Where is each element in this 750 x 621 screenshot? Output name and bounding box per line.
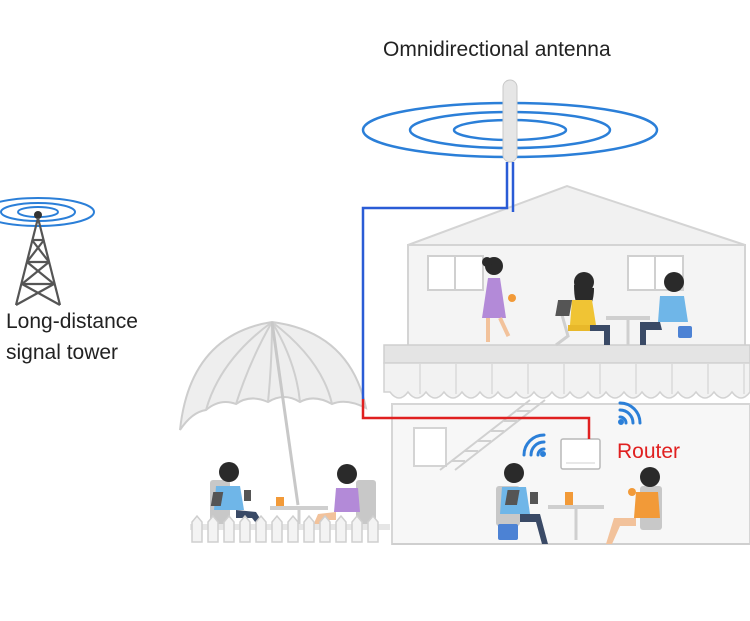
- parasol: [179, 320, 368, 506]
- wifi-icon-right: [618, 401, 642, 425]
- signal-tower-icon: [0, 197, 95, 306]
- omnidirectional-antenna-icon: [361, 79, 659, 163]
- picket-fence: [190, 514, 390, 543]
- tower-lattice: [14, 217, 62, 306]
- outdoor-table: [210, 492, 328, 528]
- router-cable: [361, 399, 591, 439]
- tower-wave-outer: [0, 197, 95, 227]
- house-roof: [407, 184, 746, 246]
- staircase: [439, 399, 546, 471]
- upstairs-table: [555, 300, 650, 345]
- tower-label-line2: signal tower: [6, 341, 119, 364]
- router-icon: [560, 438, 601, 470]
- tower-label-line1: Long-distance: [6, 310, 138, 333]
- downstairs-people: [496, 463, 662, 544]
- antenna-label: Omnidirectional antenna: [383, 38, 611, 61]
- person-standing-girl: [482, 257, 516, 342]
- wifi-icon-left: [522, 433, 546, 457]
- balcony-ledge: [383, 344, 750, 364]
- downstairs-table: [504, 490, 604, 540]
- tower-tip: [34, 211, 42, 219]
- person-seated-man: [640, 272, 692, 345]
- person-outdoor-woman: [312, 464, 376, 528]
- upstairs-people: [482, 257, 692, 347]
- router-label: Router: [617, 440, 681, 463]
- lower-floor-wall: [391, 403, 750, 545]
- antenna-cable: [361, 162, 515, 399]
- lower-window: [413, 427, 447, 467]
- person-seated-woman-lower: [606, 467, 662, 544]
- outdoor-people: [210, 462, 376, 528]
- parasol-pole: [270, 321, 300, 506]
- house: [383, 184, 750, 545]
- person-seated-woman: [555, 272, 610, 347]
- awning: [383, 362, 750, 399]
- antenna-body: [502, 79, 518, 163]
